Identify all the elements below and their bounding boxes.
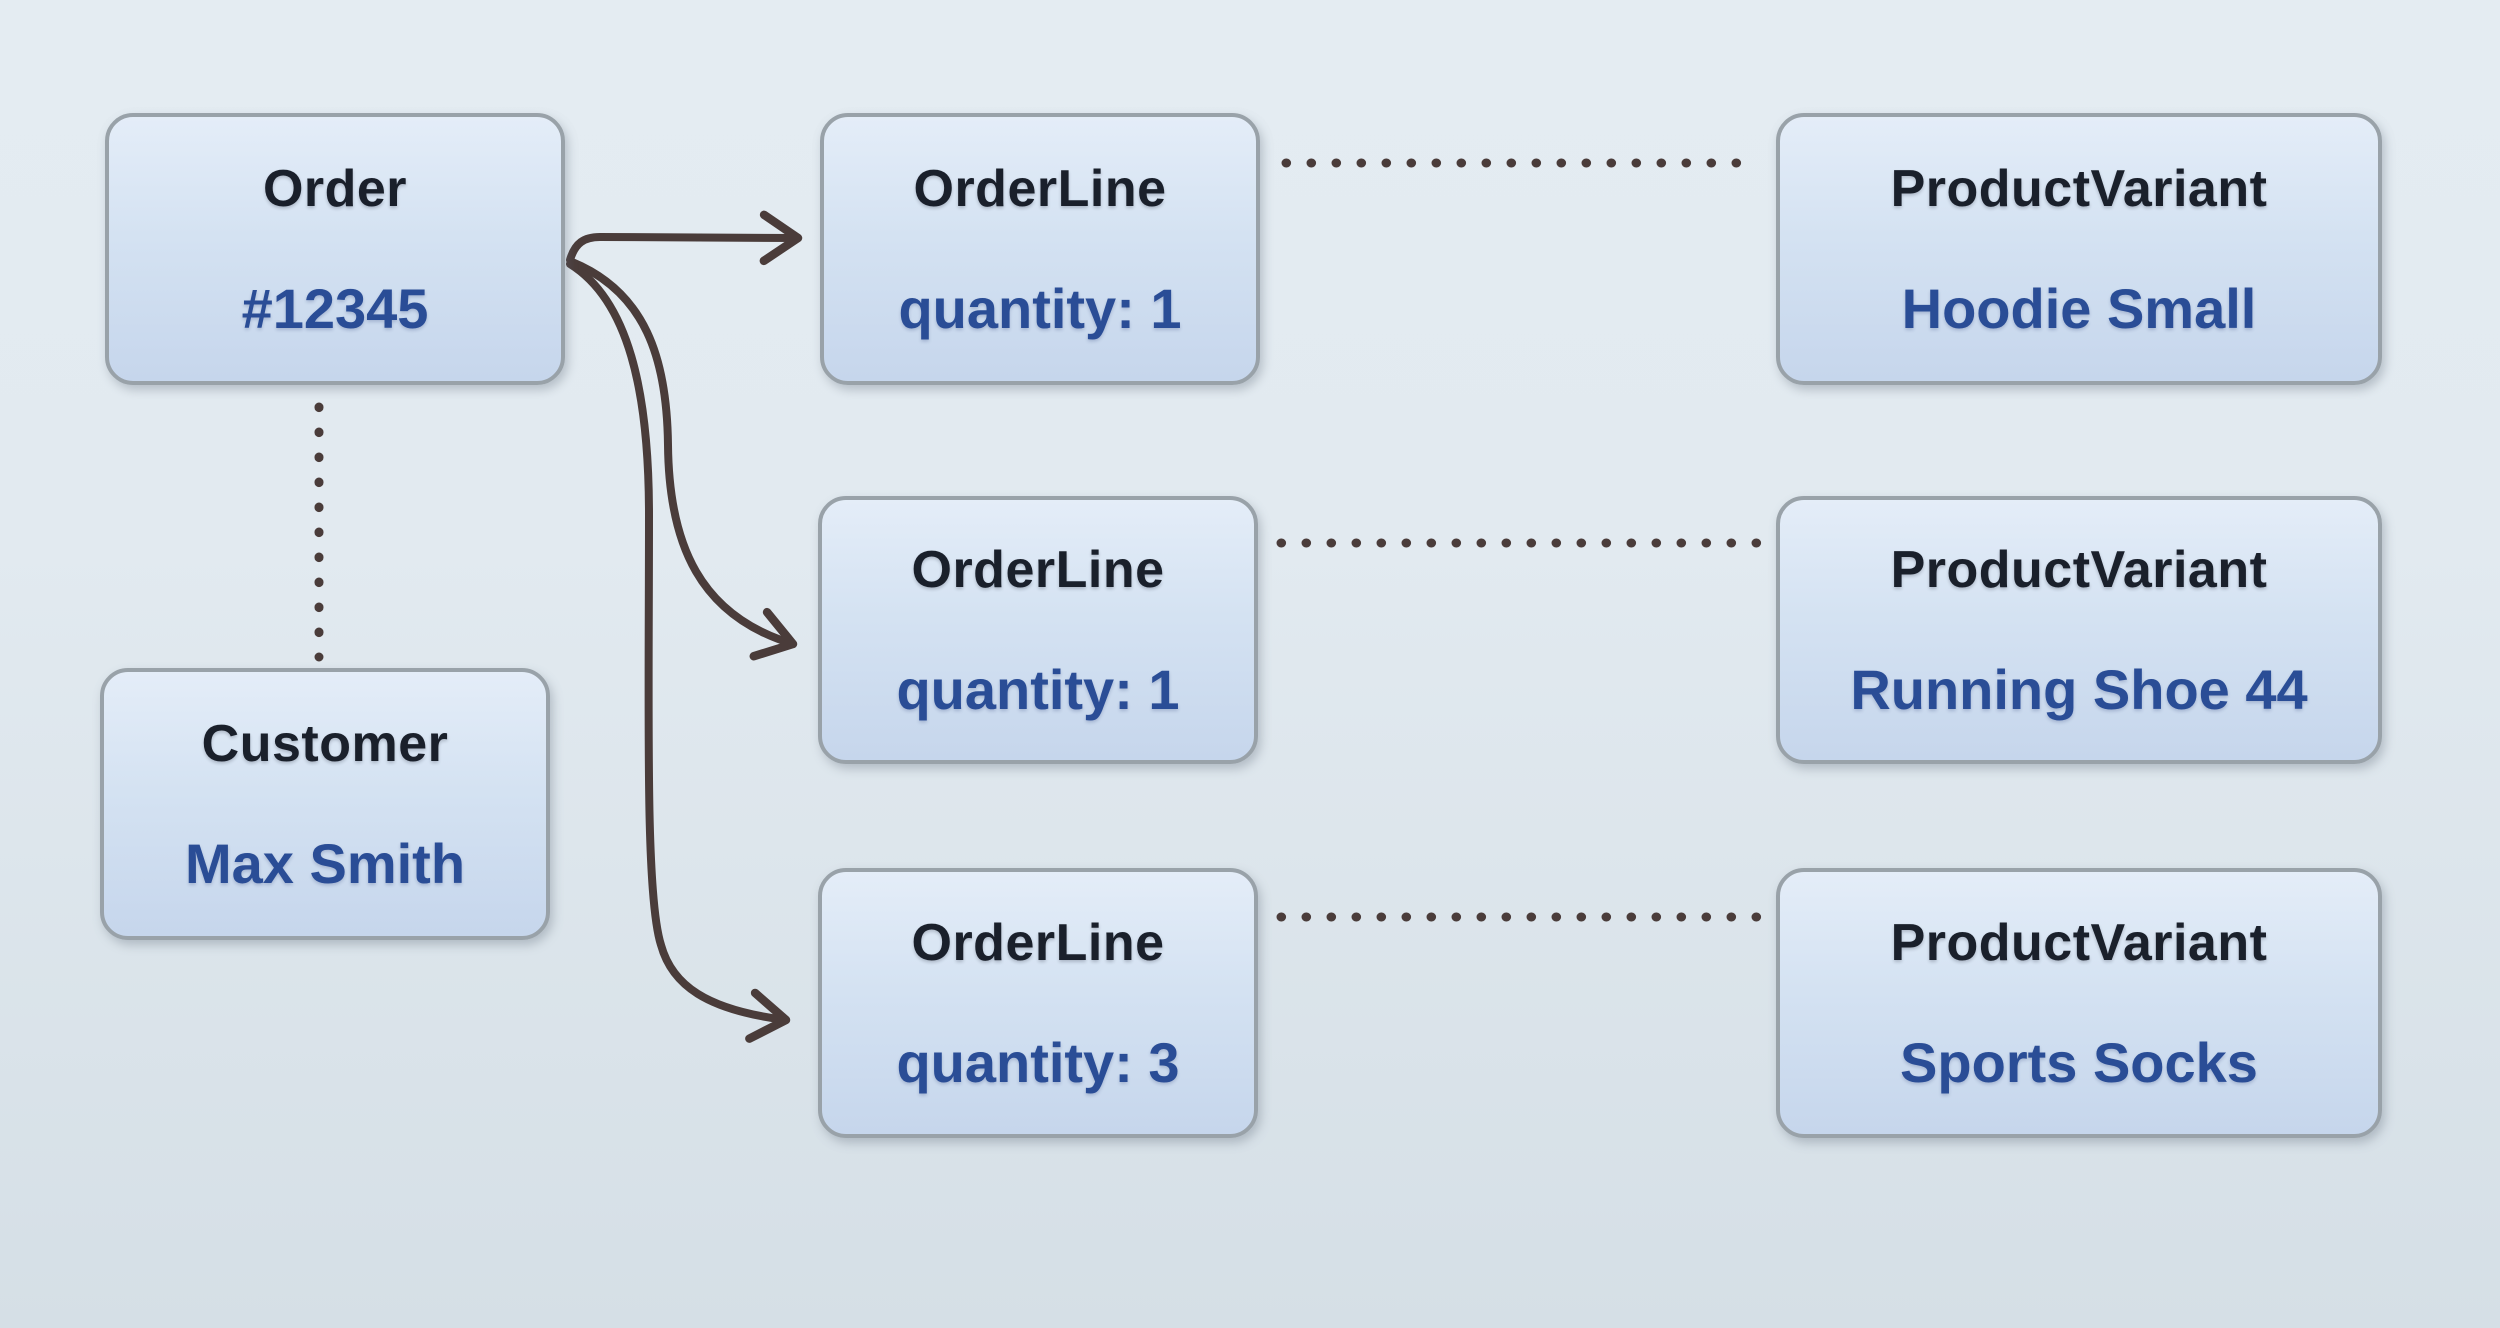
entity-instance-label: quantity: 1 [898, 277, 1182, 340]
entity-type-label: ProductVariant [1890, 541, 2268, 599]
entity-orderline-1: OrderLine quantity: 1 [820, 113, 1260, 385]
entity-type-label: ProductVariant [1890, 914, 2268, 972]
arrow-order-to-orderline-3 [566, 260, 791, 1043]
entity-orderline-2: OrderLine quantity: 1 [818, 496, 1258, 764]
entity-instance-label: quantity: 1 [896, 658, 1180, 721]
entity-instance-label: Sports Socks [1900, 1031, 2258, 1094]
entity-type-label: OrderLine [911, 541, 1165, 599]
entity-type-label: OrderLine [913, 160, 1167, 218]
arrow-order-to-orderline-2 [568, 258, 798, 661]
entity-instance-label: quantity: 3 [896, 1031, 1180, 1094]
entity-type-label: ProductVariant [1890, 160, 2268, 218]
entity-customer: Customer Max Smith [100, 668, 550, 940]
entity-orderline-3: OrderLine quantity: 3 [818, 868, 1258, 1138]
arrow-order-to-orderline-1 [566, 210, 803, 266]
entity-type-label: OrderLine [911, 914, 1165, 972]
entity-instance-label: Max Smith [184, 832, 466, 895]
entity-productvariant-1: ProductVariant Hoodie Small [1776, 113, 2382, 385]
entity-instance-label: #12345 [241, 277, 429, 340]
entity-instance-label: Running Shoe 44 [1850, 658, 2308, 721]
entity-order: Order #12345 [105, 113, 565, 385]
entity-instance-label: Hoodie Small [1901, 277, 2257, 340]
entity-type-label: Order [262, 160, 408, 218]
entity-productvariant-2: ProductVariant Running Shoe 44 [1776, 496, 2382, 764]
entity-type-label: Customer [201, 715, 449, 773]
entity-productvariant-3: ProductVariant Sports Socks [1776, 868, 2382, 1138]
